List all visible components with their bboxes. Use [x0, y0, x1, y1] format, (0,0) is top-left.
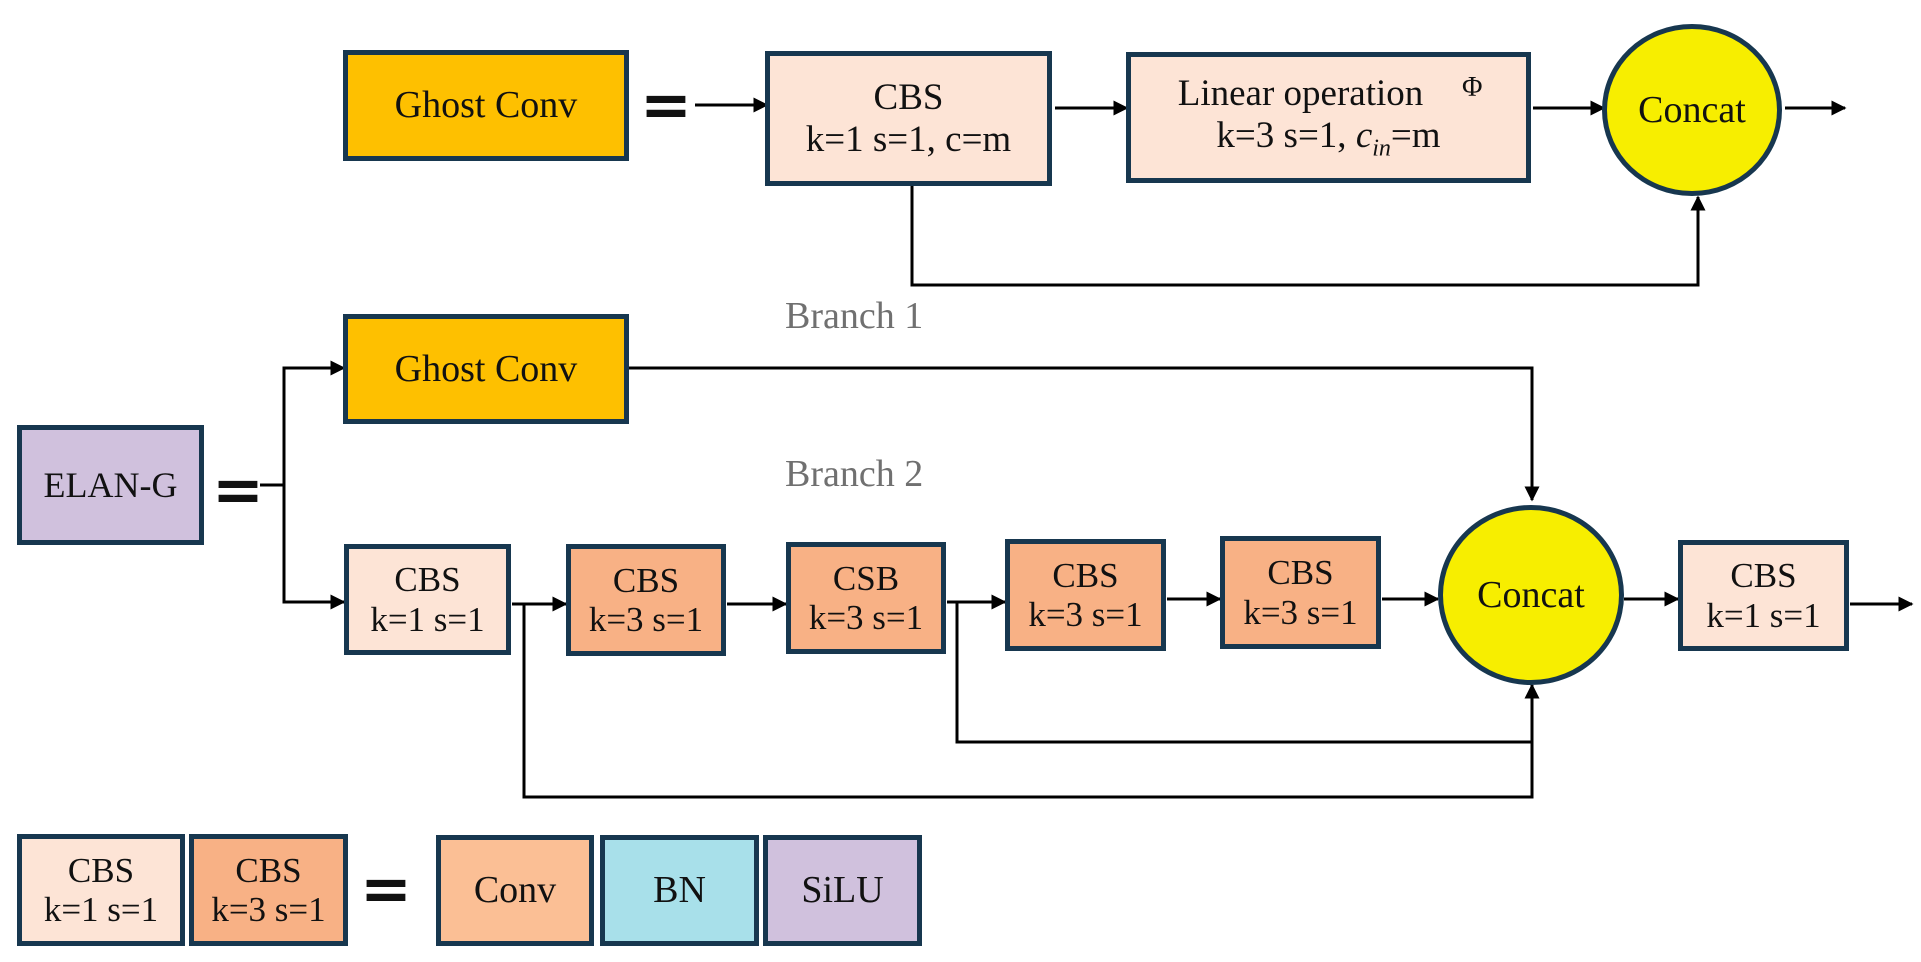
legend-equals-sign: =	[360, 852, 412, 925]
linear-operation-params: k=3 s=1, cin=m	[1216, 114, 1441, 161]
arrow-to-ghost-branch	[282, 360, 346, 600]
legend-bn-label: BN	[653, 869, 706, 912]
chain-cbs-2: CBS k=3 s=1	[566, 544, 726, 656]
concat-bottom-circle: Concat	[1438, 505, 1624, 685]
elan-g-label: ELAN-G	[43, 464, 178, 505]
chain-cbs-1: CBS k=1 s=1	[344, 544, 511, 655]
legend-silu-label: SiLU	[801, 869, 884, 912]
top-cbs-box: CBS k=1 s=1, c=m	[765, 51, 1052, 186]
legend-cbs-k1: CBS k=1 s=1	[17, 834, 185, 946]
branch1-to-concat	[628, 366, 1540, 502]
skip-cbs1-to-concat	[522, 604, 1534, 799]
concat-top-circle: Concat	[1602, 24, 1782, 196]
ghost-conv-top-label: Ghost Conv	[394, 84, 578, 127]
skip-cbs-to-concat	[910, 185, 1706, 287]
top-cbs-params: k=1 s=1, c=m	[805, 118, 1012, 160]
ghost-conv-top-box: Ghost Conv	[343, 50, 629, 161]
output-cbs-box: CBS k=1 s=1	[1678, 540, 1849, 651]
elan-equals-sign: =	[212, 453, 264, 526]
elan-g-box: ELAN-G	[17, 425, 204, 545]
legend-cbs-k3: CBS k=3 s=1	[189, 834, 348, 946]
branch-1-label: Branch 1	[785, 295, 924, 337]
legend-conv-label: Conv	[473, 869, 557, 912]
chain-csb: CSB k=3 s=1	[786, 542, 946, 654]
arrow-to-first-cbs	[282, 485, 346, 610]
legend-silu-box: SiLU	[763, 835, 922, 946]
concat-top-label: Concat	[1638, 89, 1746, 131]
top-equals-sign: =	[640, 68, 692, 141]
branch-2-label: Branch 2	[785, 453, 924, 495]
legend-conv-box: Conv	[436, 835, 594, 946]
ghost-conv-branch-box: Ghost Conv	[343, 314, 629, 424]
phi-symbol: Φ	[1462, 72, 1483, 103]
chain-cbs-5: CBS k=3 s=1	[1220, 536, 1381, 649]
linear-operation-title: Linear operation	[1177, 73, 1424, 115]
concat-bottom-label: Concat	[1477, 574, 1585, 616]
chain-cbs-4: CBS k=3 s=1	[1005, 539, 1166, 651]
legend-bn-box: BN	[600, 835, 759, 946]
ghost-conv-branch-label: Ghost Conv	[394, 347, 578, 390]
linear-operation-box: Linear operation k=3 s=1, cin=m	[1126, 52, 1531, 183]
skip-csb-to-concat	[955, 602, 1540, 744]
top-cbs-title: CBS	[873, 77, 944, 119]
